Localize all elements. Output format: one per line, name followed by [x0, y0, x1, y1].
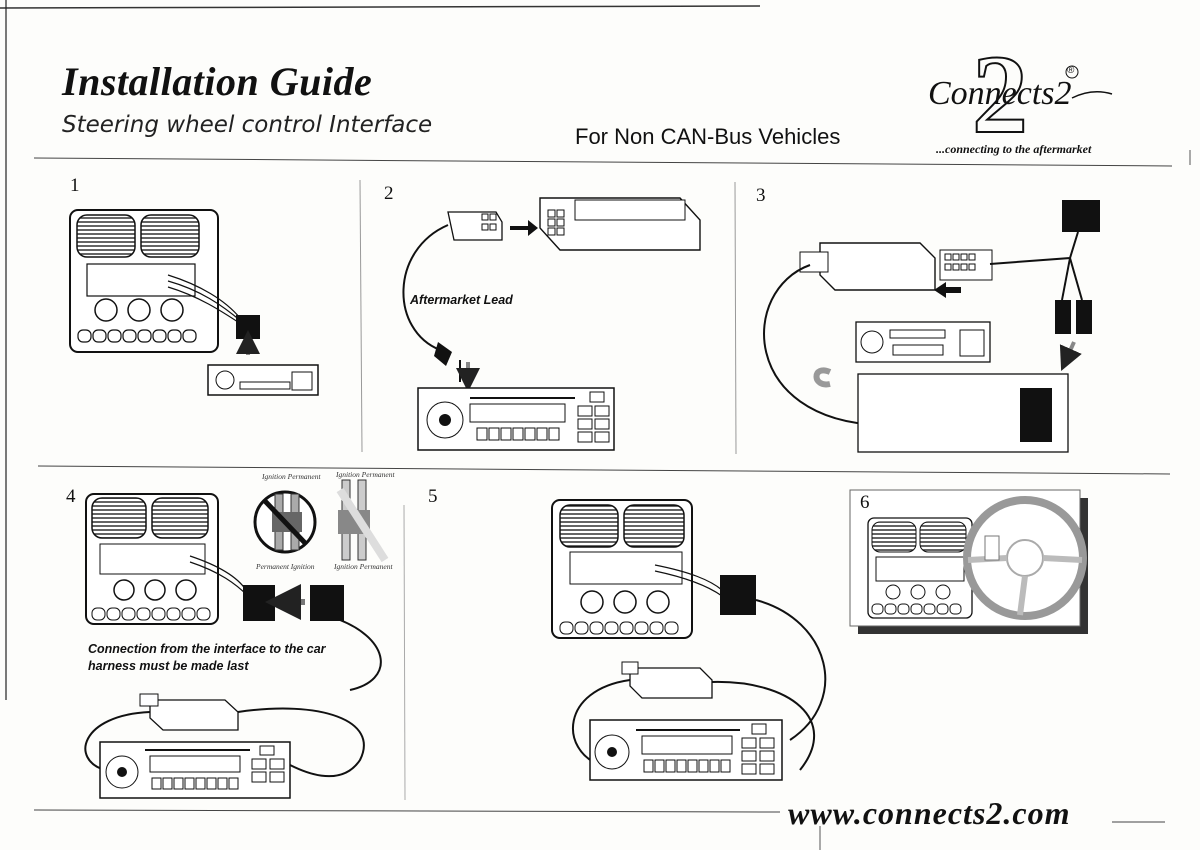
label-ignition-permanent-br: Ignition Permanent: [334, 562, 393, 571]
label-ignition-permanent-tl: Ignition Permanent: [262, 472, 321, 481]
step-number-2: 2: [384, 183, 394, 204]
label-permanent-ignition-bl: Permanent Ignition: [256, 562, 315, 571]
website-url: www.connects2.com: [788, 795, 1071, 831]
step1-dashboard: [69, 209, 260, 355]
step-number-6: 6: [860, 492, 870, 513]
registered-mark: ®: [1067, 65, 1075, 76]
step1-radio: [207, 364, 319, 396]
connects2-logo: 2 Connects2: [922, 32, 1122, 158]
step-number-3: 3: [756, 185, 766, 206]
step4-drawing: [84, 479, 389, 799]
vehicle-type-label: For Non CAN-Bus Vehicles: [575, 124, 841, 149]
step5-drawing: [551, 499, 827, 781]
page-title: Installation Guide: [62, 59, 373, 104]
connection-warning-caption: Connection from the interface to the car…: [88, 642, 326, 673]
step-number-5: 5: [428, 486, 438, 507]
svg-text:2: 2: [972, 40, 1028, 140]
step-number-1: 1: [70, 175, 80, 196]
step3-drawing: [763, 200, 1100, 453]
label-ignition-permanent-tr: Ignition Permanent: [336, 470, 395, 479]
step6-drawing: [849, 489, 1088, 634]
aftermarket-lead-caption: Aftermarket Lead: [410, 293, 513, 307]
step2-drawing: [402, 197, 701, 451]
step-number-4: 4: [66, 486, 76, 507]
logo-tagline: ...connecting to the aftermarket: [936, 142, 1092, 156]
logo-brand-text: Connects2: [928, 75, 1072, 112]
page-subtitle: Steering wheel control Interface: [62, 112, 433, 138]
